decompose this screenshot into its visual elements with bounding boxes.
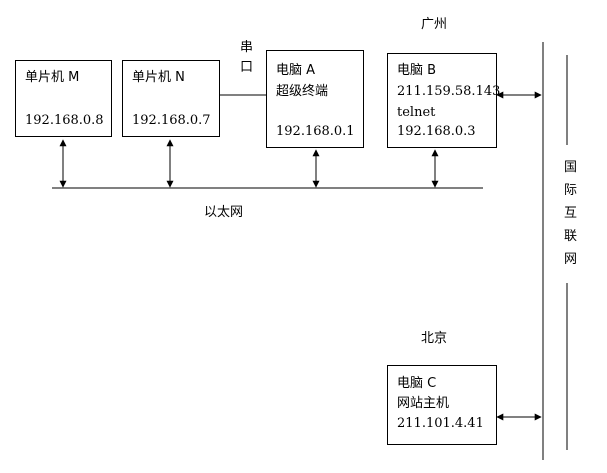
ethernet-label: 以太网 bbox=[204, 205, 244, 220]
pc-c-name: 电脑 C bbox=[397, 376, 437, 391]
node-box-mcu-m bbox=[15, 60, 112, 137]
pc-b-name: 电脑 B bbox=[397, 63, 437, 78]
mcu-m-name: 单片机 M bbox=[25, 70, 80, 85]
pc-b-lan-ip: 192.168.0.3 bbox=[397, 124, 476, 139]
mcu-n-ip: 192.168.0.7 bbox=[132, 113, 211, 128]
pc-c-role: 网站主机 bbox=[397, 396, 450, 411]
internet-char-3: 互 bbox=[564, 206, 578, 221]
pc-a-name: 电脑 A bbox=[276, 63, 316, 78]
pc-a-ip: 192.168.0.1 bbox=[276, 124, 355, 139]
internet-char-1: 国 bbox=[564, 160, 578, 175]
node-box-pc-a bbox=[266, 50, 364, 148]
internet-char-5: 网 bbox=[564, 252, 578, 267]
node-box-pc-b bbox=[387, 53, 497, 148]
node-box-pc-c bbox=[387, 365, 497, 445]
pc-b-public-ip: 211.159.58.143 bbox=[397, 84, 501, 99]
mcu-m-ip: 192.168.0.8 bbox=[25, 113, 104, 128]
serial-label-2: 口 bbox=[240, 60, 254, 75]
node-box-mcu-n bbox=[122, 60, 220, 137]
beijing-label: 北京 bbox=[421, 331, 448, 346]
pc-c-ip: 211.101.4.41 bbox=[397, 416, 484, 431]
pc-a-role: 超级终端 bbox=[276, 84, 329, 99]
mcu-n-name: 单片机 N bbox=[132, 70, 185, 85]
serial-label-1: 串 bbox=[240, 40, 254, 55]
pc-b-service: telnet bbox=[397, 105, 436, 120]
internet-char-2: 际 bbox=[564, 183, 578, 198]
guangzhou-label: 广州 bbox=[421, 17, 448, 32]
internet-char-4: 联 bbox=[564, 229, 578, 244]
